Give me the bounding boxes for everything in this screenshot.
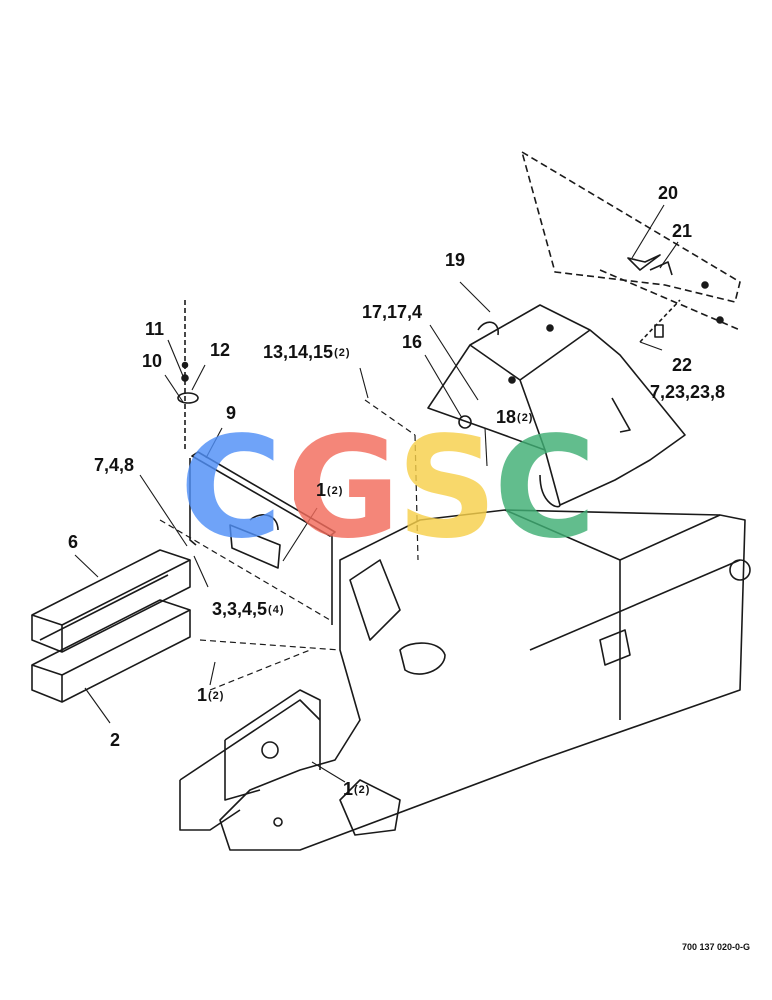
leader-lines	[74, 204, 679, 783]
callout-18: 18(2)	[496, 407, 534, 427]
callout-7-23-23-8: 7,23,23,8	[650, 382, 726, 402]
callout-2: 2	[110, 730, 121, 750]
watermark-letter-c2: C	[496, 418, 594, 556]
svg-text:C: C	[496, 418, 594, 556]
watermark-letter-g: G	[294, 418, 392, 556]
main-frame	[179, 509, 751, 851]
latch-parts	[627, 254, 724, 343]
assembly-guides	[159, 399, 419, 691]
callout-3-3-4-5: 3,3,4,5(4)	[212, 599, 285, 619]
bracket-9	[177, 300, 336, 625]
svg-text:S: S	[398, 418, 496, 556]
callout-22: 22	[672, 355, 693, 375]
callout-1-middle: 1(2)	[197, 685, 225, 705]
callout-10: 10	[142, 351, 163, 371]
callout-12: 12	[210, 340, 231, 360]
callout-13-14-15: 13,14,15(2)	[263, 342, 351, 362]
channel-2	[31, 599, 191, 703]
callout-9: 9	[226, 403, 237, 423]
document-number: 700 137 020-0-G	[681, 942, 750, 952]
callout-20: 20	[658, 183, 679, 203]
watermark-letter-c1: C	[182, 418, 280, 556]
shield-19	[427, 304, 686, 508]
callout-17-17-4: 17,17,4	[362, 302, 423, 322]
channel-6	[31, 549, 191, 653]
upper-shield-panel	[521, 151, 741, 331]
callout-6: 6	[68, 532, 79, 552]
callout-1-lower: 1(2)	[343, 779, 371, 799]
svg-text:C: C	[182, 418, 280, 556]
svg-text:G: G	[294, 418, 392, 556]
callout-16: 16	[402, 332, 423, 352]
callout-21: 21	[672, 221, 693, 241]
callout-1-upper: 1(2)	[316, 480, 344, 500]
callout-11: 11	[145, 319, 165, 339]
callout-19: 19	[445, 250, 466, 270]
callout-7-4-8: 7,4,8	[94, 455, 135, 475]
watermark-letter-s: S	[398, 418, 496, 556]
